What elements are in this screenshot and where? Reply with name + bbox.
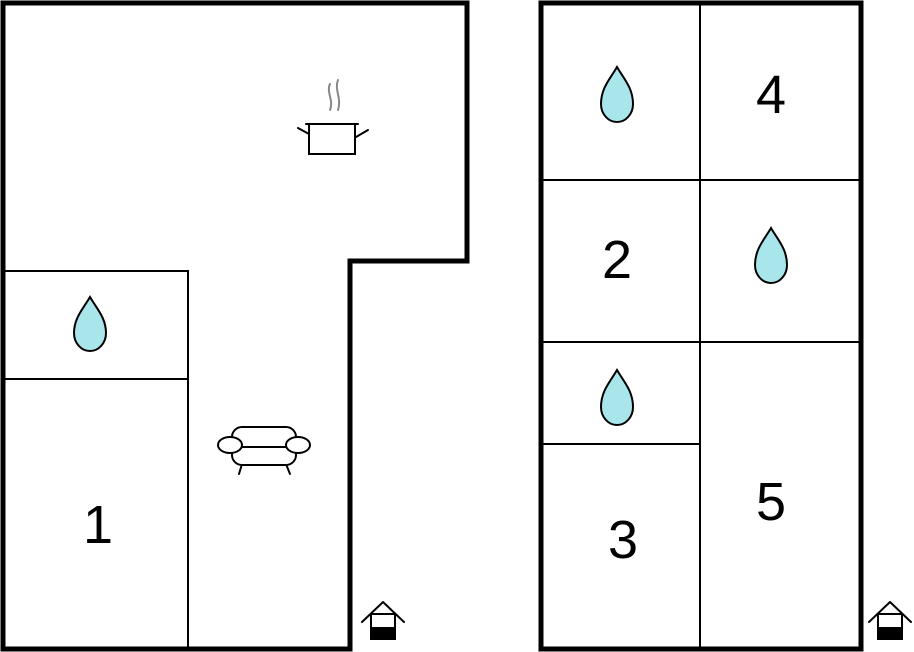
outer-walls-left: [0, 0, 470, 652]
floor-plan-right: 2 3 4 5: [538, 0, 912, 652]
room-number-2: 2: [602, 230, 632, 290]
water-drop-icon: [599, 65, 635, 123]
water-drop-icon: [72, 295, 108, 352]
house-entrance-icon: [361, 601, 405, 640]
water-drop-icon: [753, 226, 789, 284]
room-number-1: 1: [83, 495, 113, 555]
room-number-4: 4: [756, 65, 786, 125]
sofa-icon: [217, 426, 311, 475]
water-drop-icon: [599, 368, 635, 426]
floor-plan-left: 1: [0, 0, 470, 652]
room-number-5: 5: [756, 472, 786, 532]
room-number-3: 3: [608, 510, 638, 570]
kitchen-pot-icon: [297, 79, 369, 155]
house-entrance-icon: [868, 601, 912, 640]
partition-wall: [3, 270, 189, 649]
